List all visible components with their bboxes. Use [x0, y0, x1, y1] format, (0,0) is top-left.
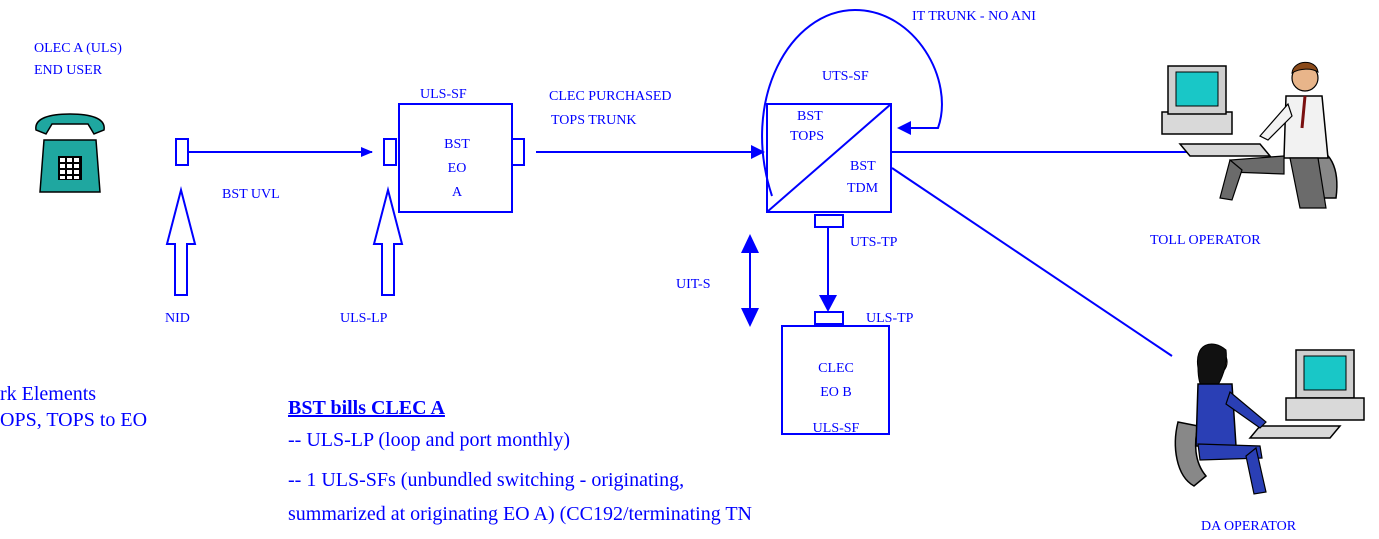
clec-eo-b-box: [781, 325, 890, 435]
billing-line1: -- ULS-LP (loop and port monthly): [288, 429, 571, 451]
clec-eo-b-line2: EO B: [820, 385, 852, 400]
uls-tp-connector: [814, 311, 844, 325]
eo-a-out-connector: [511, 138, 525, 166]
uls-lp-label: ULS-LP: [340, 311, 388, 326]
billing-line2: -- 1 ULS-SFs (unbundled switching - orig…: [288, 469, 685, 491]
olec-a-label-line1: OLEC A (ULS): [34, 41, 122, 56]
it-trunk-label: IT TRUNK - NO ANI: [912, 9, 1036, 24]
it-trunk-loop: [761, 8, 943, 197]
uls-lp-connector: [383, 138, 397, 166]
network-elements-partial-line1: rk Elements: [0, 383, 97, 405]
nid-connector: [175, 138, 189, 166]
eo-a-line2: EO: [447, 161, 467, 176]
da-operator-label: DA OPERATOR: [1201, 519, 1297, 534]
tops-tdm-divider: [766, 103, 892, 213]
uls-lp-arrow: [372, 186, 404, 296]
eo-a-line3: A: [451, 185, 463, 200]
olec-a-label-line2: END USER: [34, 63, 103, 78]
uts-tp-connector: [814, 214, 844, 228]
tops-line1: BST: [797, 109, 823, 124]
toll-operator-workstation-icon: [1150, 48, 1350, 218]
nid-label: NID: [165, 311, 190, 326]
uls-tp-label: ULS-TP: [866, 311, 914, 326]
clec-trunk-label-line1: CLEC PURCHASED: [549, 89, 672, 104]
tdm-line2: TDM: [847, 181, 879, 196]
eo-a-top-label: ULS-SF: [420, 87, 467, 102]
uit-s-label: UIT-S: [676, 277, 711, 292]
bst-uvl-label: BST UVL: [222, 187, 280, 202]
clec-trunk-label-line2: TOPS TRUNK: [551, 113, 637, 128]
nid-arrow: [165, 186, 197, 296]
eo-a-line1: BST: [444, 137, 470, 152]
toll-operator-label: TOLL OPERATOR: [1150, 233, 1261, 248]
eo-a-box: [398, 103, 513, 213]
clec-eo-b-line3: ULS-SF: [812, 421, 860, 432]
line-to-da-operator: [891, 167, 1173, 357]
clec-eo-b-line1: CLEC: [818, 361, 854, 376]
tops-line2: TOPS: [790, 129, 824, 144]
da-operator-workstation-icon: [1170, 326, 1370, 506]
tdm-line1: BST: [850, 159, 876, 174]
uts-sf-label: UTS-SF: [822, 69, 869, 84]
billing-title: BST bills CLEC A: [288, 397, 445, 419]
uts-tp-label: UTS-TP: [850, 235, 898, 250]
network-elements-partial-line2: OPS, TOPS to EO: [0, 409, 148, 431]
billing-line3: summarized at originating EO A) (CC192/t…: [288, 503, 752, 525]
telephone-icon: [30, 110, 110, 200]
